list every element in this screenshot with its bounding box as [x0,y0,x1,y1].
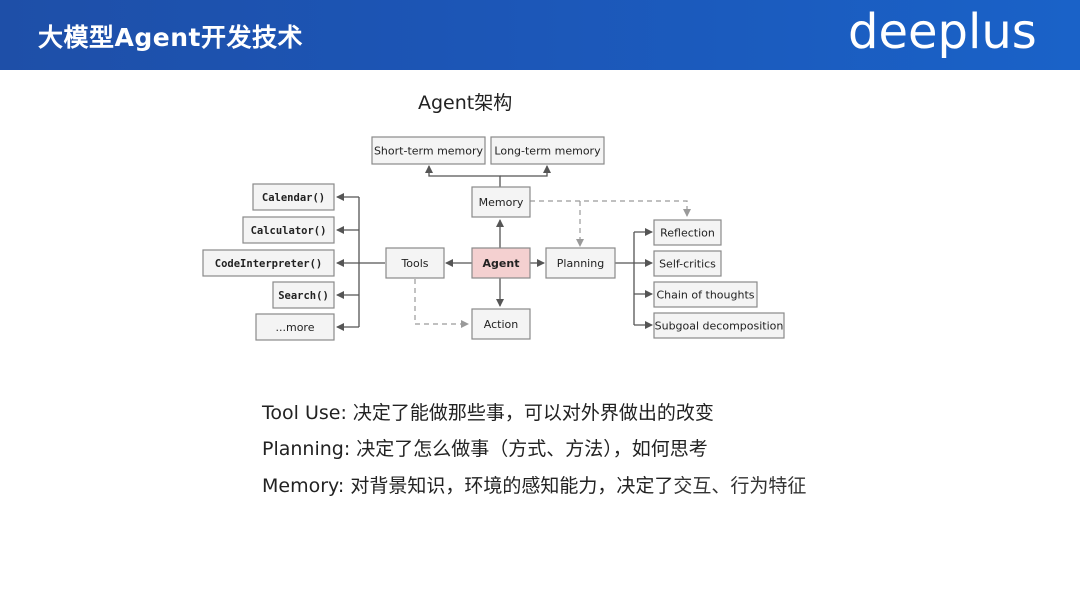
tools-label: Tools [400,257,428,270]
subgoal-decomposition-label: Subgoal decomposition [655,320,784,333]
search-label: Search() [278,290,329,302]
memory-description-main: Memory: 对背景知识，环境的感知能力，决定了 [262,475,674,497]
self-critics-label: Self-critics [659,258,716,271]
calendar-label: Calendar() [262,192,325,204]
memory-node: Memory [471,186,531,218]
calculator-node: Calculator() [242,216,335,244]
tools-node: Tools [385,247,445,279]
calculator-label: Calculator() [251,225,327,237]
dashed-connectors [414,200,691,328]
action-node: Action [471,308,531,340]
reflection-node: Reflection [653,219,722,246]
header-bar: 大模型Agent开发技术 deeplus [0,0,1080,70]
action-label: Action [484,318,518,331]
planning-description: Planning: 决定了怎么做事（方式、方法），如何思考 [262,438,708,460]
subgoal-decomposition-node: Subgoal decomposition [653,312,785,339]
self-critics-node: Self-critics [653,250,722,277]
slide-title: 大模型Agent开发技术 [38,23,303,52]
chain-of-thoughts-node: Chain of thoughts [653,281,758,308]
more-tools-node: ...more [255,313,335,341]
planning-node: Planning [545,247,616,279]
memory-description: Memory: 对背景知识，环境的感知能力，决定了交互、行为特征 [262,471,806,498]
solid-connectors [336,165,653,331]
code-interpreter-node: CodeInterpreter() [202,249,335,277]
reflection-label: Reflection [660,227,715,240]
deeplus-logo: deeplus [848,4,1037,60]
chain-of-thoughts-label: Chain of thoughts [656,289,754,302]
short-term-memory-node: Short-term memory [371,136,486,165]
memory-label: Memory [479,196,524,209]
long-term-memory-label: Long-term memory [494,145,601,158]
more-tools-label: ...more [276,321,315,334]
agent-label: Agent [483,257,520,270]
search-node: Search() [272,281,335,309]
code-interpreter-label: CodeInterpreter() [215,258,322,270]
short-term-memory-label: Short-term memory [374,145,484,158]
memory-description-tail: 交互、行为特征 [673,475,807,497]
long-term-memory-node: Long-term memory [490,136,605,165]
diagram-title: Agent架构 [418,92,513,114]
planning-label: Planning [557,257,604,270]
calendar-node: Calendar() [252,183,335,211]
tool-use-description: Tool Use: 决定了能做那些事，可以对外界做出的改变 [262,402,714,424]
agent-node: Agent [471,247,531,279]
